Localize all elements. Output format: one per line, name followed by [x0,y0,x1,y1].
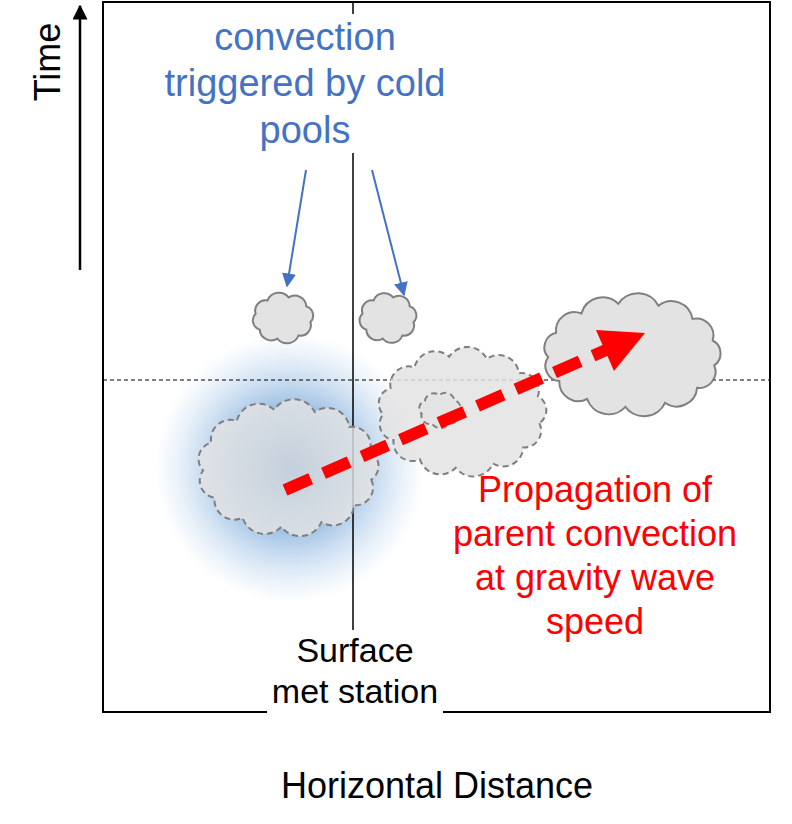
parent-cloud-future [544,293,720,416]
leader-line [372,170,404,295]
triggered-cloud [360,293,417,343]
axis-label: Time [26,12,70,112]
station-label: Surface met station [267,630,443,713]
annotation: Propagation of parent convection at grav… [445,468,745,644]
frame [103,2,770,712]
triggered-cloud [253,293,313,344]
time-axis [79,6,82,270]
cold-pool [155,333,425,603]
parent-cloud-past [199,399,379,536]
leader-line [287,170,306,286]
axis-label: Horizontal Distance [237,764,637,808]
propagation-arrowhead [596,330,645,371]
annotation: convection triggered by cold pools [155,14,455,153]
